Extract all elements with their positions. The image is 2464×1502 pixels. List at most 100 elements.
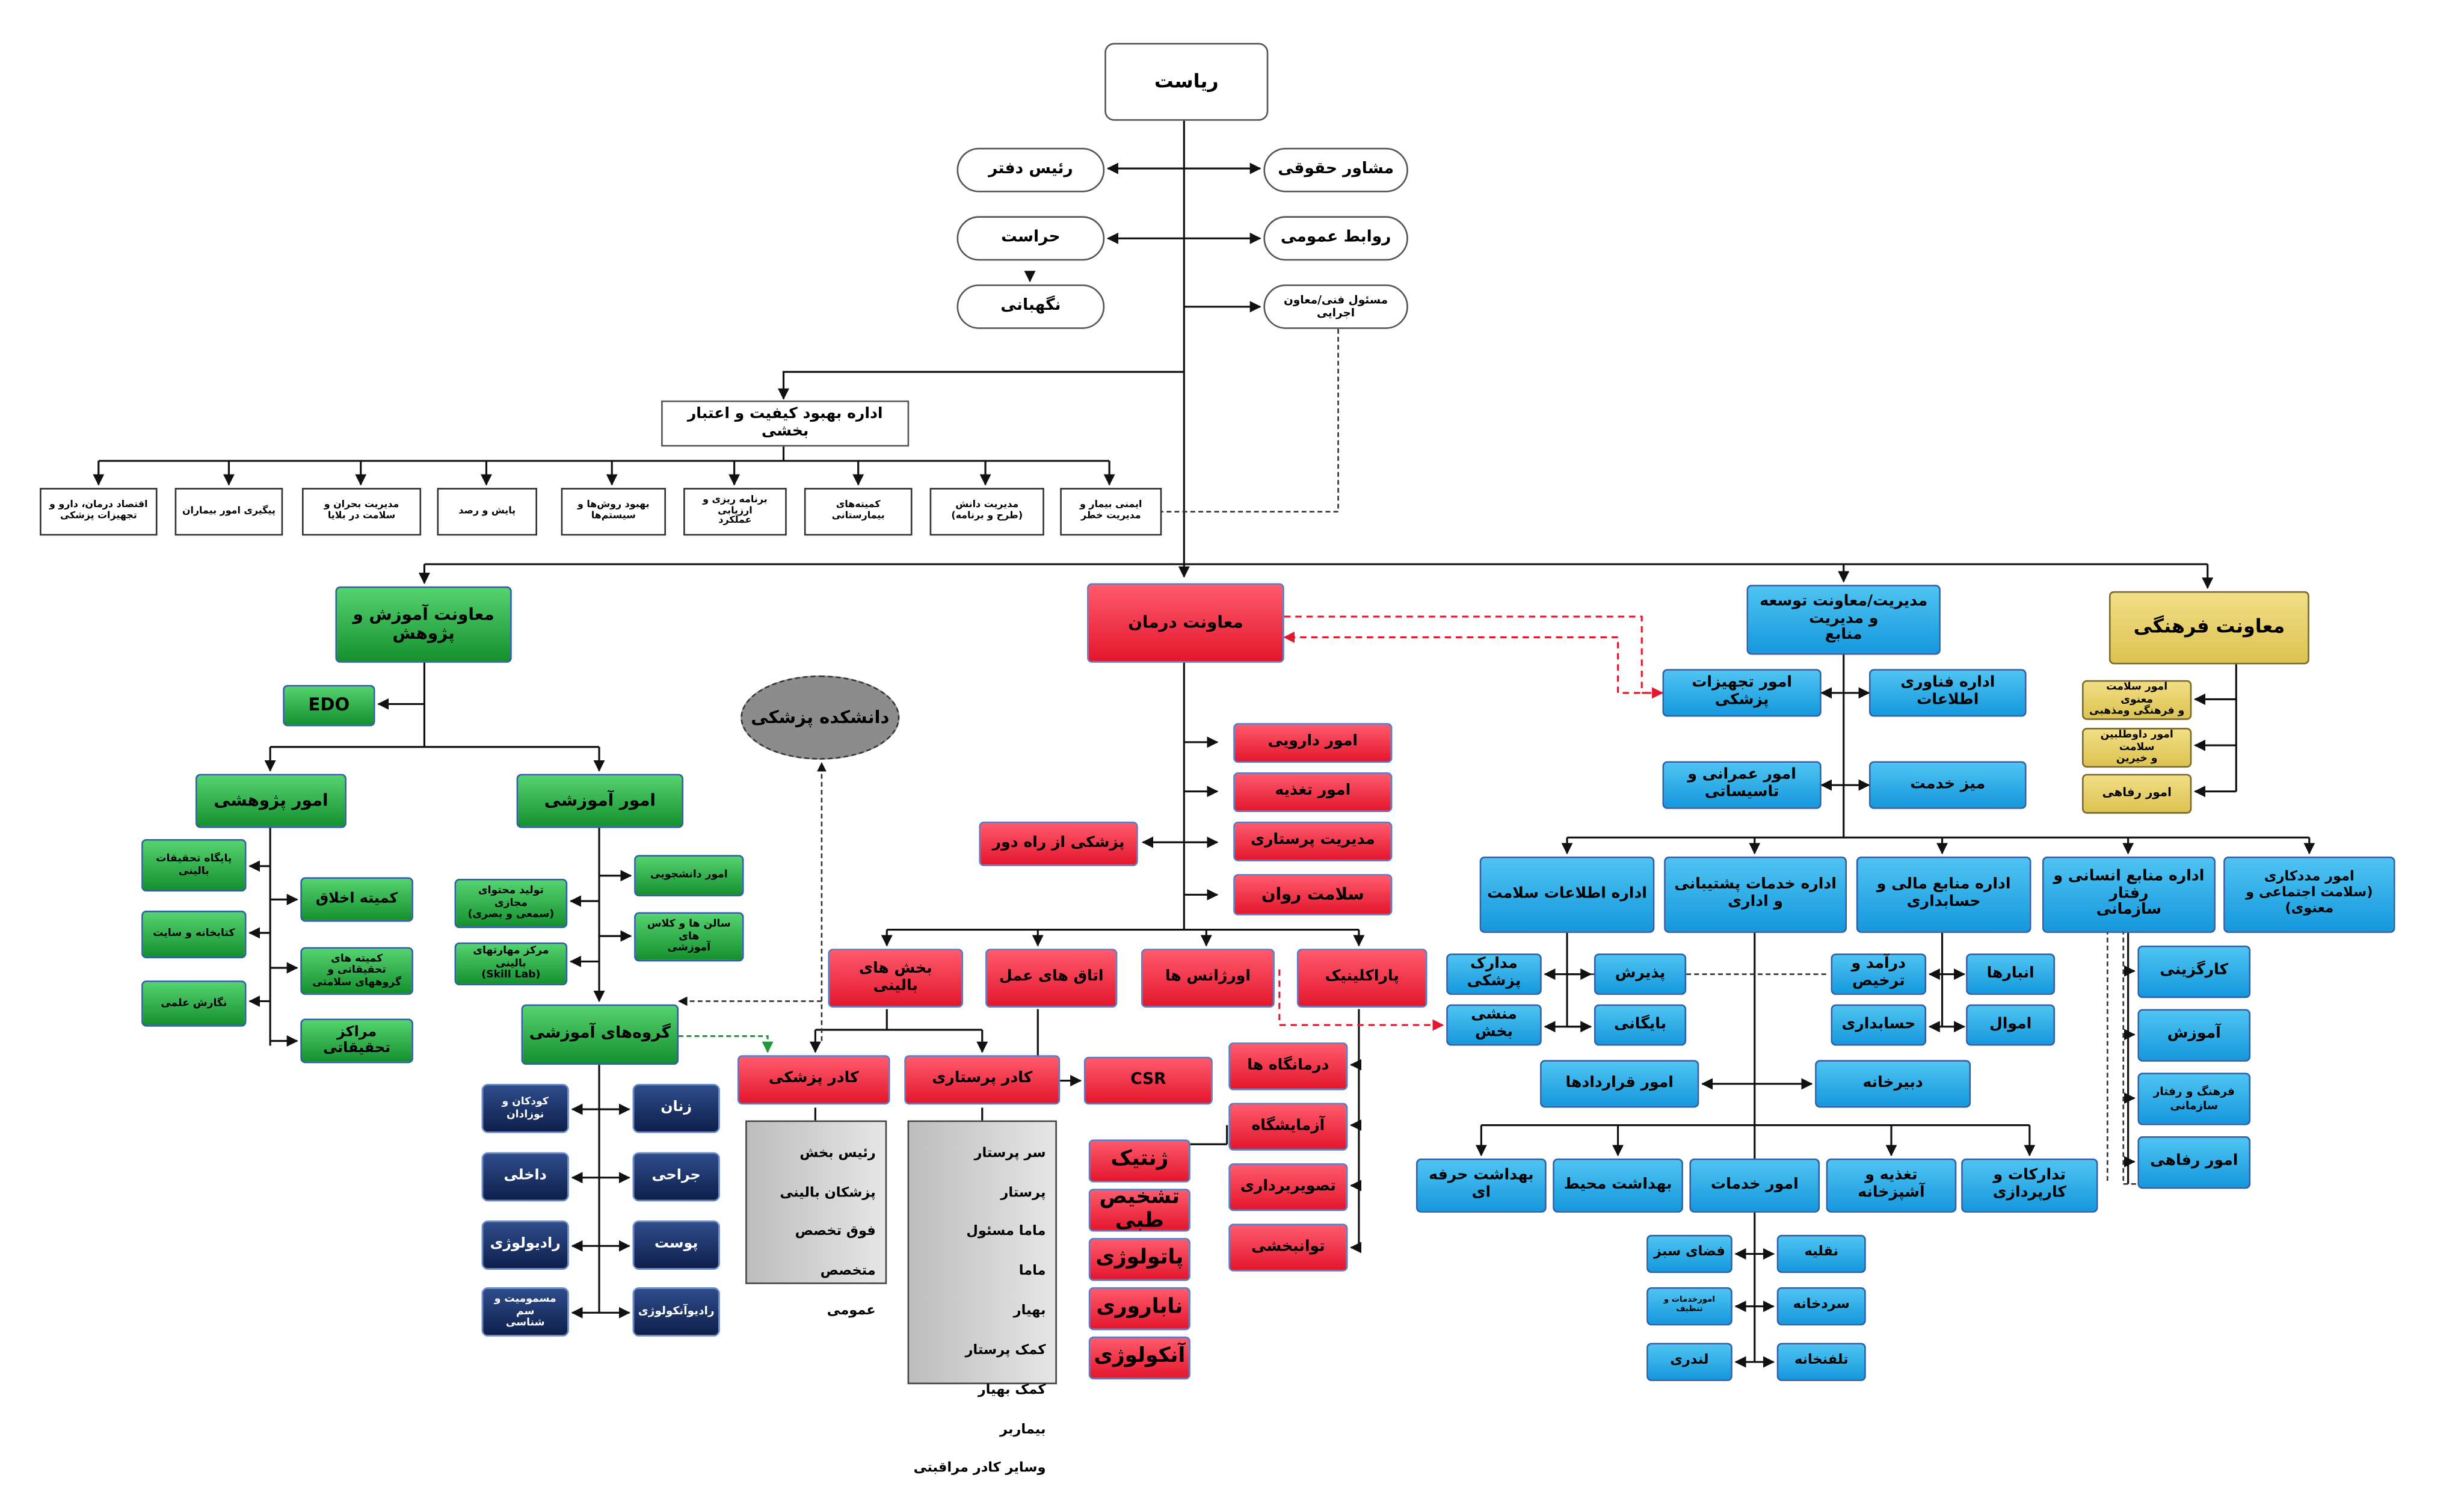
medical-equipment-box[interactable]: امور تجهیزات پزشکی (1662, 669, 1822, 717)
social-work-box[interactable]: امور مددکاری (سلامت اجتماعی و معنوی) (2223, 857, 2395, 933)
quality-unit[interactable]: کمیته‌های بیمارستانی (804, 488, 913, 536)
teaching-group[interactable]: پوست (632, 1220, 720, 1270)
lab-unit[interactable]: ژنتیک (1088, 1139, 1190, 1183)
support-unit[interactable]: تغذیه و آشپزخانه (1826, 1159, 1957, 1213)
quality-unit[interactable]: بهبود روش‌ها و سیستم‌ها (561, 488, 666, 536)
finance-unit[interactable]: اموال (1966, 1004, 2056, 1046)
head-box[interactable]: ریاست (1104, 43, 1269, 121)
quality-unit[interactable]: برنامه ریزی و ارزیابی عملکرد (683, 488, 787, 536)
research-unit[interactable]: کمیته اخلاق (300, 877, 413, 922)
training-unit[interactable]: سالن ها و کلاس های آموزشی (634, 912, 744, 962)
training-unit[interactable]: مرکز مهارتهای بالینی (Skill Lab) (454, 942, 568, 986)
emergency-box[interactable]: اورژانس ها (1141, 949, 1275, 1008)
cultural-unit[interactable]: امور داوطلبین سلامت و خیرین (2082, 728, 2192, 768)
quality-unit[interactable]: اقتصاد درمان، دارو و تجهیزات پزشکی (40, 488, 158, 536)
medical-staff-box[interactable]: کادر پزشکی (737, 1055, 890, 1105)
research-unit[interactable]: کتابخانه و سایت (141, 910, 247, 959)
development-deputy-box[interactable]: مدیریت/معاونت توسعه و مدیریت منابع (1746, 585, 1941, 655)
teaching-group[interactable]: کودکان و نوزادان (481, 1083, 569, 1133)
teaching-group[interactable]: رادیوآنکولوژی (632, 1287, 720, 1337)
support-unit[interactable]: تدارکات و کارپردازی (1961, 1159, 2098, 1213)
cultural-unit[interactable]: امور سلامت معنوی و فرهنگی ومذهبی (2082, 680, 2192, 720)
finance-unit[interactable]: درآمد و ترخیص (1831, 953, 1927, 995)
finance-office-box[interactable]: اداره منابع مالی و حسابداری (1856, 857, 2031, 933)
service-unit[interactable]: لندری (1646, 1343, 1732, 1381)
health-info-unit[interactable]: منشی بخش (1446, 1004, 1542, 1046)
treatment-side-unit[interactable]: امور دارویی (1233, 723, 1393, 763)
lab-unit[interactable]: تشخیص طبی (1088, 1185, 1190, 1233)
public-relations-box[interactable]: روابط عمومی (1263, 216, 1408, 261)
paraclinic-unit[interactable]: آزمایشگاه (1228, 1103, 1348, 1151)
treatment-side-unit[interactable]: سلامت روان (1233, 874, 1393, 916)
service-unit[interactable]: فضای سبز (1646, 1234, 1732, 1273)
construction-box[interactable]: امور عمرانی و تاسیساتی (1662, 761, 1822, 809)
lab-unit[interactable]: ناباروری (1088, 1287, 1190, 1331)
support-unit[interactable]: بهداشت حرفه ای (1416, 1159, 1547, 1213)
telemedicine-box[interactable]: پزشکی از راه دور (979, 821, 1138, 866)
security-box[interactable]: حراست (956, 216, 1105, 261)
training-affairs-box[interactable]: امور آموزشی (516, 774, 684, 828)
quality-unit[interactable]: مدیریت دانش (طرح و برنامه) (929, 488, 1044, 536)
hr-office-box[interactable]: اداره منابع انسانی و رفتار سازمانی (2042, 857, 2216, 933)
edo-box[interactable]: EDO (283, 685, 375, 727)
teaching-group[interactable]: رادیولوژی (481, 1220, 569, 1270)
health-info-office-box[interactable]: اداره اطلاعات سلامت (1479, 857, 1655, 933)
treatment-side-unit[interactable]: امور تغذیه (1233, 772, 1393, 813)
operating-room-box[interactable]: اتاق های عمل (985, 949, 1118, 1008)
legal-advisor-box[interactable]: مشاور حقوقی (1263, 147, 1408, 192)
teaching-groups-box[interactable]: گروه‌های آموزشی (521, 1004, 679, 1065)
support-unit[interactable]: بهداشت محیط (1553, 1159, 1683, 1213)
research-unit[interactable]: کمیته های تحقیقاتی و گروههای سلامتی (300, 947, 413, 995)
quality-unit[interactable]: پیگیری امور بیماران (174, 488, 283, 536)
quality-office-box[interactable]: اداره بهبود کیفیت و اعتبار بخشی (661, 400, 910, 447)
teaching-group[interactable]: داخلی (481, 1152, 569, 1202)
support-unit[interactable]: امور خدمات (1689, 1159, 1820, 1213)
lab-unit[interactable]: پاتولوژی (1088, 1238, 1190, 1281)
service-unit[interactable]: امورخدمات و تنظیف (1646, 1287, 1732, 1326)
quality-unit[interactable]: پایش و رصد (437, 488, 537, 536)
paraclinic-unit[interactable]: درمانگاه ها (1228, 1042, 1348, 1091)
it-office-box[interactable]: اداره فناوری اطلاعات (1868, 669, 2027, 717)
service-desk-box[interactable]: میز خدمت (1868, 761, 2027, 809)
health-info-unit[interactable]: پذیرش (1594, 953, 1687, 995)
research-unit[interactable]: نگارش علمی (141, 980, 247, 1027)
technical-officer-box[interactable]: مسئول فنی/معاون اجرایی (1263, 284, 1408, 329)
secretariat-box[interactable]: دبیرخانه (1815, 1060, 1971, 1108)
cultural-deputy-box[interactable]: معاونت فرهنگی (2108, 591, 2309, 665)
clinical-wards-box[interactable]: بخش های بالینی (828, 949, 964, 1008)
quality-unit[interactable]: مدیریت بحران و سلامت در بلایا (301, 488, 422, 536)
training-unit[interactable]: امور دانشجویی (634, 855, 744, 897)
medical-school-ellipse[interactable]: دانشکده پزشکی (741, 675, 900, 760)
training-unit[interactable]: تولید محتوای مجازی (سمعی و بصری) (454, 879, 568, 928)
education-deputy-box[interactable]: معاونت آموزش و پژوهش (335, 586, 512, 663)
guard-box[interactable]: نگهبانی (956, 284, 1105, 329)
hr-unit[interactable]: فرهنگ و رفتار سازمانی (2137, 1073, 2251, 1125)
support-office-box[interactable]: اداره خدمات پشتیبانی و اداری (1664, 857, 1847, 933)
teaching-group[interactable]: مسمومیت و سم شناسی (481, 1287, 569, 1337)
teaching-group[interactable]: جراحی (632, 1152, 720, 1202)
contracts-box[interactable]: امور قراردادها (1540, 1060, 1699, 1108)
csr-box[interactable]: CSR (1083, 1056, 1213, 1105)
hr-unit[interactable]: امور رفاهی (2137, 1136, 2251, 1189)
research-unit[interactable]: پایگاه تحقیقات بالینی (141, 839, 247, 892)
research-affairs-box[interactable]: امور پژوهشی (195, 774, 346, 828)
cultural-unit[interactable]: امور رفاهی (2082, 774, 2192, 814)
health-info-unit[interactable]: بایگانی (1594, 1004, 1687, 1046)
paraclinic-box[interactable]: پاراکلینیک (1296, 949, 1428, 1008)
nursing-staff-box[interactable]: کادر پرستاری (904, 1055, 1061, 1105)
service-unit[interactable]: سردخانه (1776, 1287, 1866, 1326)
treatment-side-unit[interactable]: مدیریت پرستاری (1233, 821, 1393, 861)
finance-unit[interactable]: حسابداری (1831, 1004, 1927, 1046)
research-unit[interactable]: مراکز تحقیقاتی (300, 1018, 413, 1063)
health-info-unit[interactable]: مدارک پزشکی (1446, 953, 1542, 995)
lab-unit[interactable]: آنکولوژی (1088, 1336, 1190, 1380)
service-unit[interactable]: نقلیه (1776, 1234, 1866, 1273)
hr-unit[interactable]: کارگزینی (2137, 945, 2251, 999)
hr-unit[interactable]: آموزش (2137, 1009, 2251, 1062)
service-unit[interactable]: تلفنخانه (1776, 1343, 1866, 1381)
office-chief-box[interactable]: رئیس دفتر (956, 147, 1105, 192)
finance-unit[interactable]: انبارها (1966, 953, 2056, 995)
paraclinic-unit[interactable]: تصویربرداری (1228, 1163, 1348, 1211)
treatment-deputy-box[interactable]: معاونت درمان (1087, 583, 1284, 663)
teaching-group[interactable]: زنان (632, 1083, 720, 1133)
